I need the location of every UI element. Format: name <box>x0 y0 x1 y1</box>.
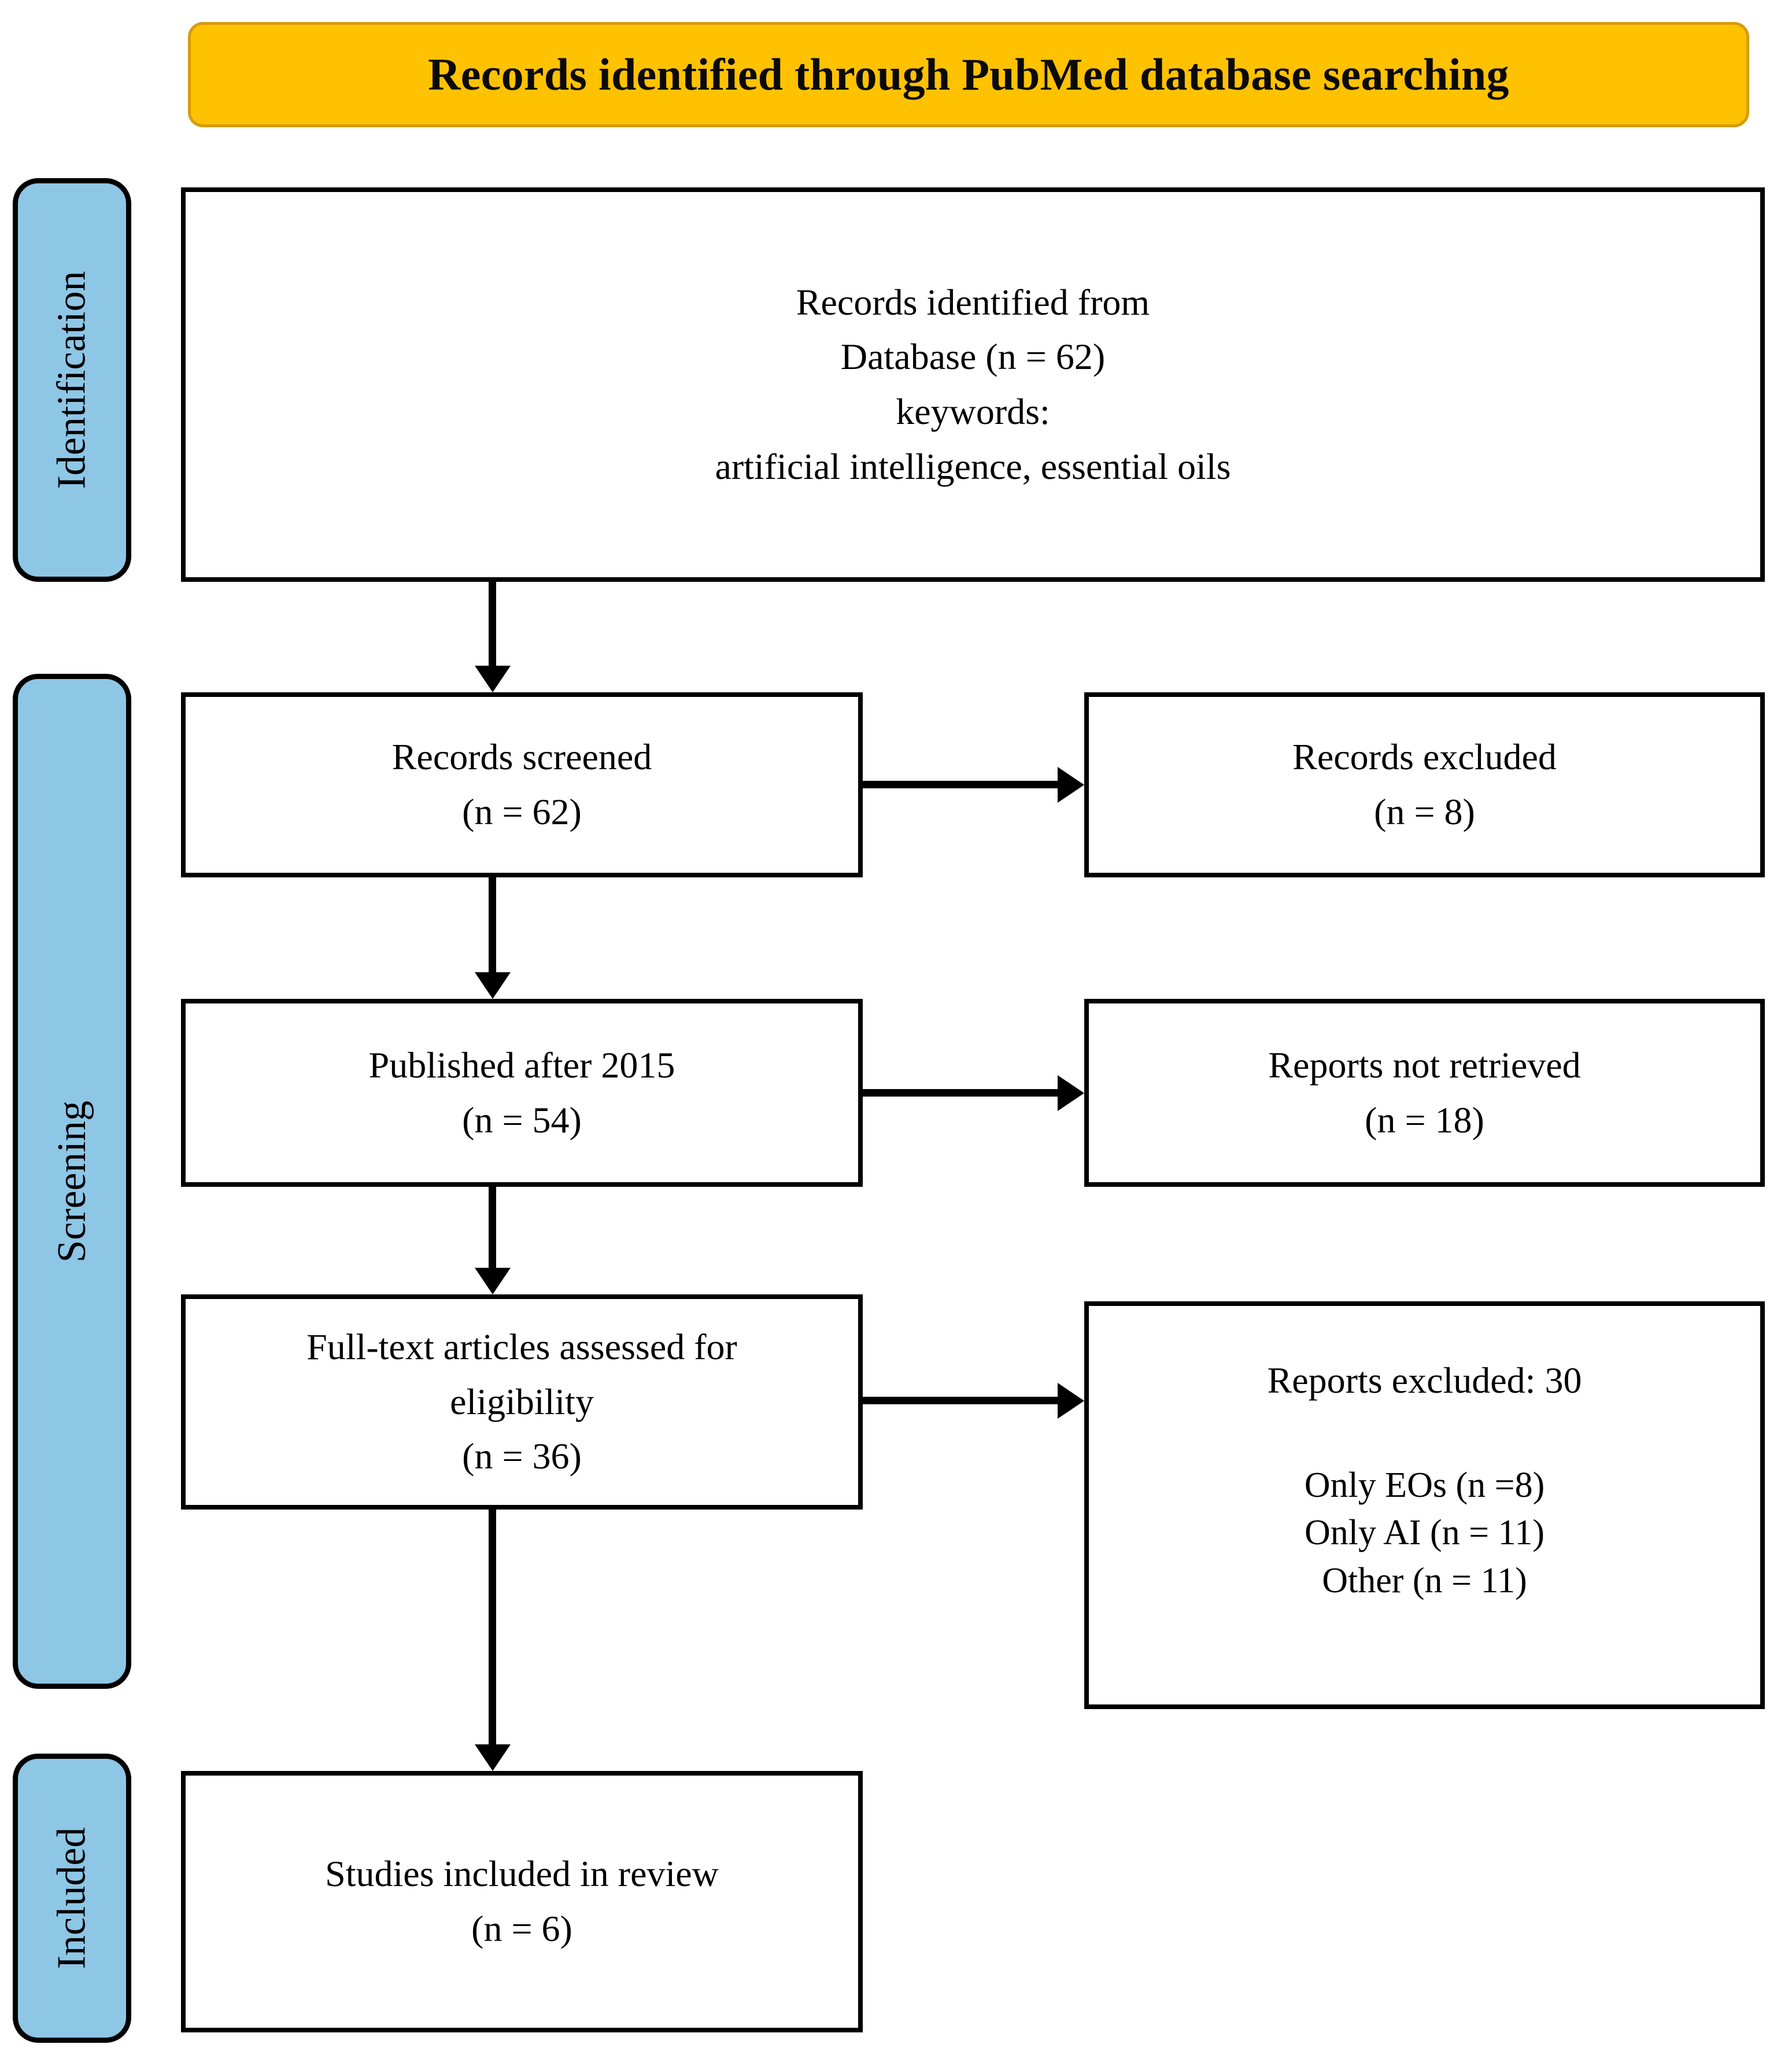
box-line: Full-text articles assessed for <box>306 1326 737 1367</box>
arrow-published-to-not-retrieved <box>863 1089 1059 1097</box>
box-studies-included: Studies included in review (n = 6) <box>181 1771 863 2032</box>
box-line: Records identified from <box>796 281 1150 323</box>
arrow-identification-to-screened <box>489 582 496 667</box>
box-reports-excluded: Reports excluded: 30 Only EOs (n =8) Onl… <box>1084 1301 1765 1709</box>
box-line: (n = 54) <box>462 1099 582 1141</box>
box-line: (n = 18) <box>1365 1099 1484 1141</box>
box-line: Records excluded <box>1292 736 1557 778</box>
box-line: Studies included in review <box>325 1853 719 1895</box>
box-reports-not-retrieved: Reports not retrieved (n = 18) <box>1084 999 1765 1187</box>
arrow-fulltext-to-included <box>489 1510 496 1746</box>
box-line: keywords: <box>896 391 1050 432</box>
box-line: (n = 62) <box>462 791 582 832</box>
arrow-screened-to-published <box>489 877 496 973</box>
box-line: eligibility <box>450 1381 594 1422</box>
box-line: (n = 6) <box>471 1908 572 1949</box>
reports-excluded-reason: Only AI (n = 11) <box>1305 1513 1545 1553</box>
box-published-after-2015: Published after 2015 (n = 54) <box>181 999 863 1187</box>
box-line: Published after 2015 <box>368 1044 675 1086</box>
box-line: artificial intelligence, essential oils <box>715 445 1231 487</box>
stage-label-included: Included <box>49 1827 94 1969</box>
box-line: (n = 36) <box>462 1436 582 1477</box>
box-line: Records screened <box>391 736 652 778</box>
arrow-fulltext-to-reports-excluded <box>863 1397 1059 1404</box>
box-fulltext-assessed: Full-text articles assessed for eligibil… <box>181 1294 863 1510</box>
reports-excluded-heading: Reports excluded: 30 <box>1267 1360 1582 1401</box>
stage-tab-included: Included <box>13 1754 131 2043</box>
reports-excluded-reason: Other (n = 11) <box>1322 1560 1527 1600</box>
stage-label-identification: Identification <box>49 271 94 489</box>
box-line: Database (n = 62) <box>840 336 1106 378</box>
stage-tab-screening: Screening <box>13 674 131 1689</box>
arrow-published-to-fulltext <box>489 1187 496 1269</box>
stage-label-screening: Screening <box>49 1100 94 1263</box>
reports-excluded-reason: Only EOs (n =8) <box>1304 1465 1545 1505</box>
box-line: (n = 8) <box>1374 791 1475 832</box>
box-records-screened: Records screened (n = 62) <box>181 692 863 877</box>
box-records-excluded: Records excluded (n = 8) <box>1084 692 1765 877</box>
stage-tab-identification: Identification <box>13 178 131 582</box>
box-line: Reports not retrieved <box>1268 1044 1581 1086</box>
diagram-title-banner: Records identified through PubMed databa… <box>188 22 1749 127</box>
box-records-identified: Records identified from Database (n = 62… <box>181 187 1765 582</box>
arrow-screened-to-excluded <box>863 781 1059 788</box>
